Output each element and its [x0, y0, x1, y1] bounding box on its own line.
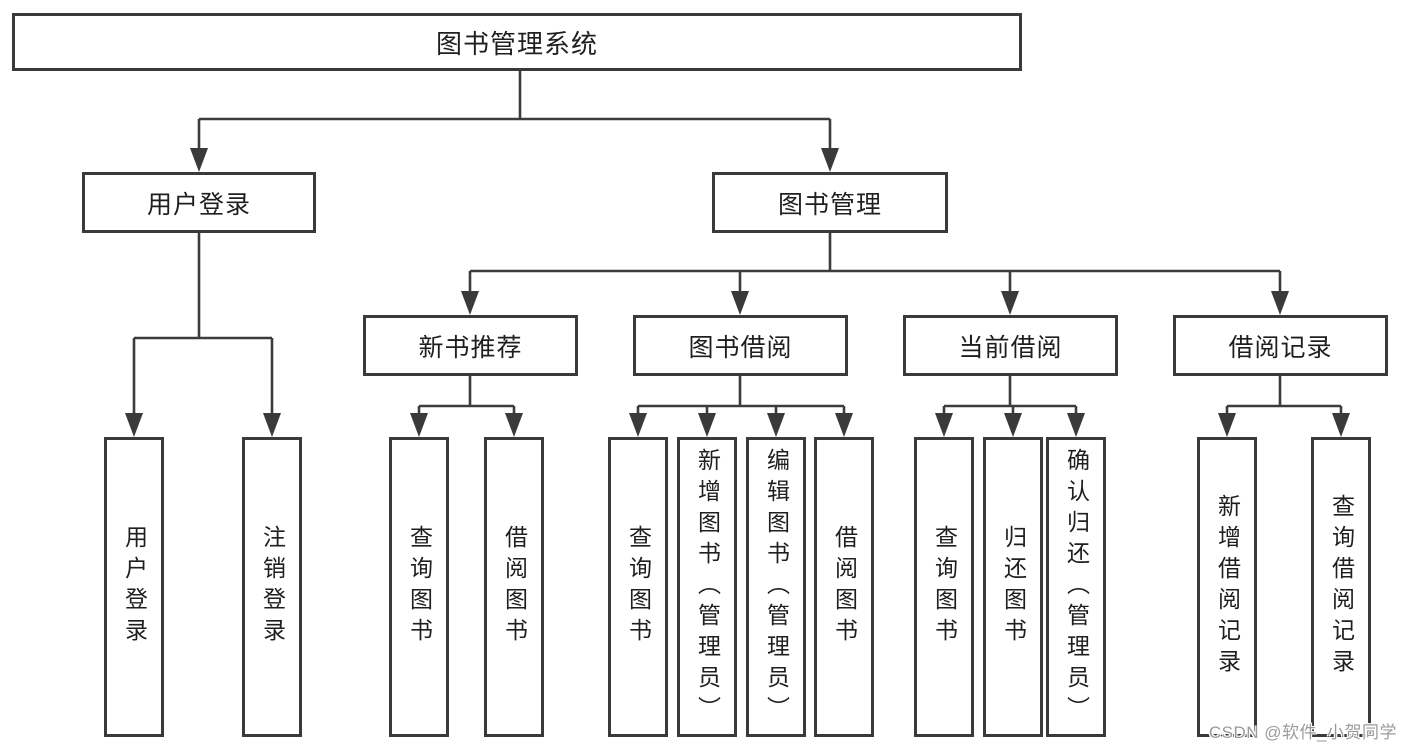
leaf-edit-book-admin: 编辑图书（管理员）: [746, 437, 806, 737]
node-label: 查询借阅记录: [1328, 494, 1355, 680]
node-label: 图书借阅: [688, 333, 793, 362]
arrowheads: [125, 148, 1350, 437]
node-label: 归还图书: [1000, 525, 1027, 649]
csdn-watermark: CSDN @软件_小贺同学: [1208, 723, 1397, 742]
node-label: 借阅记录: [1228, 333, 1333, 362]
node-borrowing-records: 借阅记录: [1173, 315, 1388, 376]
node-book-management: 图书管理: [712, 172, 948, 233]
leaf-current-query-books: 查询图书: [914, 437, 974, 737]
node-label: 借阅图书: [831, 525, 858, 649]
leaf-logout: 注销登录: [242, 437, 302, 737]
leaf-recommend-borrow-books: 借阅图书: [484, 437, 544, 737]
node-user-login: 用户登录: [82, 172, 316, 233]
leaf-add-borrow-record: 新增借阅记录: [1197, 437, 1257, 737]
node-label: 查询图书: [625, 525, 652, 649]
node-label: 新书推荐: [418, 333, 523, 362]
node-label: 借阅图书: [501, 525, 528, 649]
node-label: 确认归还（管理员）: [1063, 447, 1090, 727]
leaf-add-book-admin: 新增图书（管理员）: [677, 437, 737, 737]
tree-edges: [132, 71, 1343, 416]
leaf-return-book: 归还图书: [983, 437, 1043, 737]
node-system-root: 图书管理系统: [12, 13, 1022, 71]
node-label: 当前借阅: [958, 333, 1063, 362]
node-label: 图书管理: [777, 190, 882, 219]
node-current-borrowing: 当前借阅: [903, 315, 1118, 376]
node-book-borrowing: 图书借阅: [633, 315, 848, 376]
node-label: 新增图书（管理员）: [694, 447, 721, 727]
leaf-user-login: 用户登录: [104, 437, 164, 737]
node-label: 注销登录: [259, 525, 286, 649]
node-label: 图书管理系统: [435, 28, 598, 59]
leaf-borrow-book: 借阅图书: [814, 437, 874, 737]
node-label: 编辑图书（管理员）: [763, 447, 790, 727]
node-label: 用户登录: [121, 525, 148, 649]
leaf-borrowing-query-books: 查询图书: [608, 437, 668, 737]
node-new-book-recommend: 新书推荐: [363, 315, 578, 376]
node-label: 查询图书: [406, 525, 433, 649]
leaf-confirm-return-admin: 确认归还（管理员）: [1046, 437, 1106, 737]
leaf-query-borrow-record: 查询借阅记录: [1311, 437, 1371, 737]
leaf-recommend-query-books: 查询图书: [389, 437, 449, 737]
node-label: 新增借阅记录: [1214, 494, 1241, 680]
node-label: 用户登录: [146, 190, 251, 219]
node-label: 查询图书: [931, 525, 958, 649]
